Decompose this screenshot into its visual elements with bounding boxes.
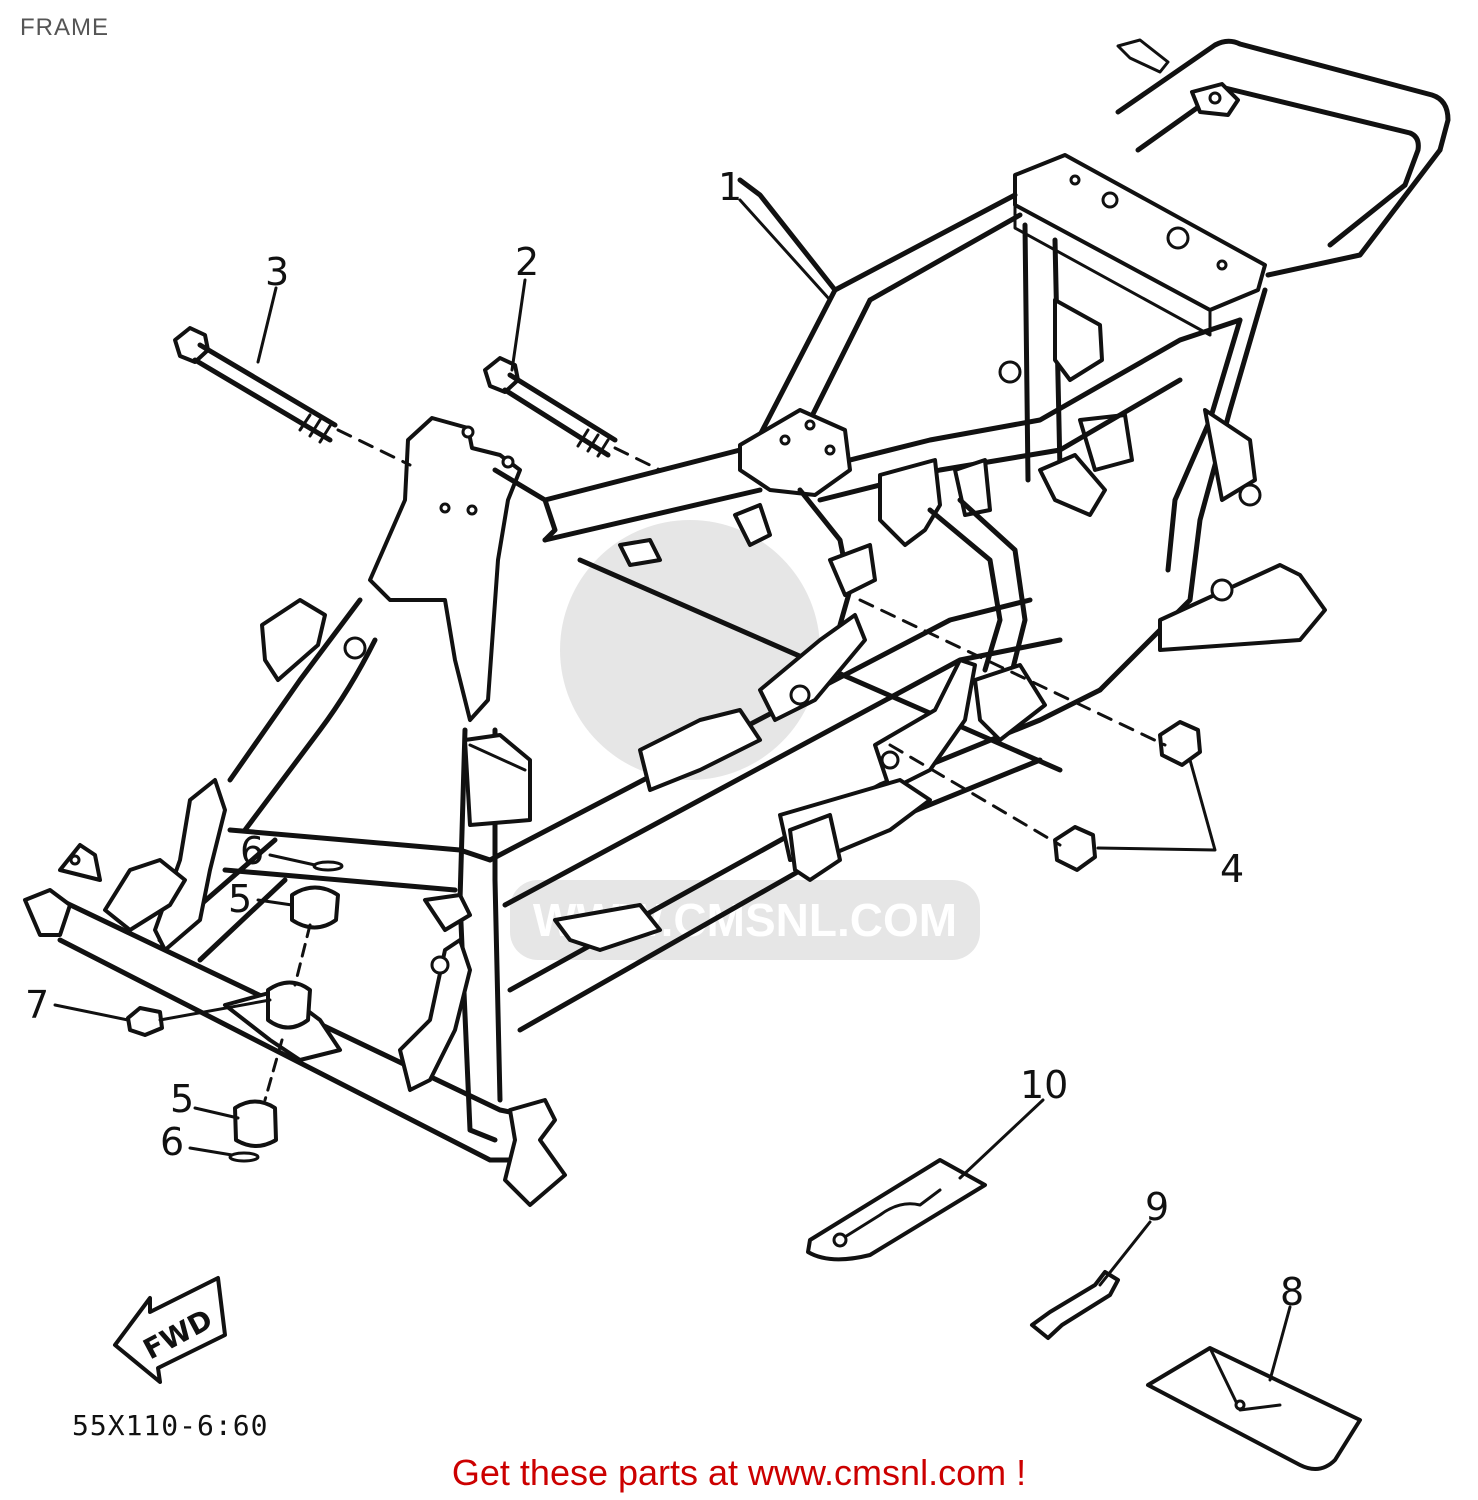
callout-5-lower: 5 [170,1077,194,1121]
callout-4: 4 [1220,847,1244,891]
callout-6-lower: 6 [160,1120,184,1164]
tool-bag-part-10 [806,1158,987,1262]
callout-9: 9 [1145,1185,1169,1229]
grommet-part-7 [126,998,272,1037]
callout-8: 8 [1280,1270,1304,1314]
fwd-arrow-icon: FWD [113,1276,227,1384]
callout-5-upper: 5 [228,877,252,921]
footer-link[interactable]: Get these parts at www.cmsnl.com ! [451,1452,1027,1493]
rubber-mount-part-5 [233,885,340,1148]
callout-10: 10 [1020,1063,1068,1107]
frame-body [23,38,1451,1207]
callout-1: 1 [718,165,742,209]
callout-3: 3 [265,250,289,294]
leader-lines [53,198,1292,1382]
bolt-part-2 [483,356,618,458]
bolt-part-3 [173,326,338,444]
drawing-code: 55X110-6:60 [72,1409,268,1442]
wrench-part-9 [1030,1270,1120,1340]
page-title: FRAME [20,14,109,41]
callout-2: 2 [515,240,539,284]
watermark-logo-text: CMS [639,818,741,870]
manual-part-8 [1146,1346,1362,1471]
nut-part-4 [1053,720,1202,872]
callout-6-upper: 6 [240,829,264,873]
callout-7: 7 [25,983,49,1027]
